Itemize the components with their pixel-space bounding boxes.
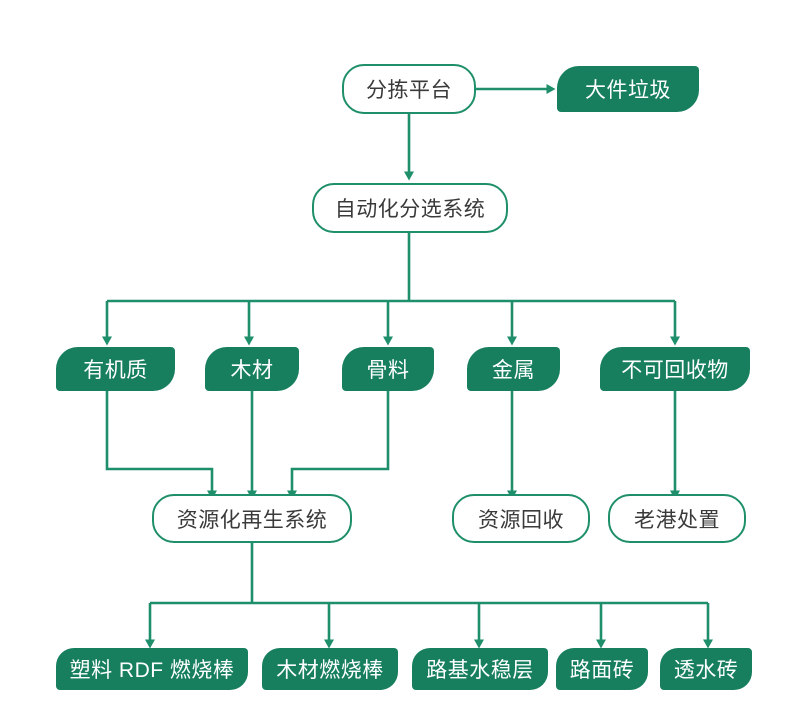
edge-aggregate-to-regen bbox=[287, 391, 390, 500]
node-non-recyclable[interactable]: 不可回收物 bbox=[600, 347, 750, 391]
node-resource-recovery[interactable]: 资源回收 bbox=[452, 494, 590, 543]
node-wood[interactable]: 木材 bbox=[205, 347, 299, 391]
node-label: 路面砖 bbox=[569, 659, 635, 682]
node-label: 大件垃圾 bbox=[585, 79, 671, 102]
node-label: 有机质 bbox=[83, 359, 148, 382]
node-auto-sorting-system[interactable]: 自动化分选系统 bbox=[312, 183, 508, 233]
node-label: 透水砖 bbox=[673, 659, 739, 682]
node-label: 塑料 RDF 燃烧棒 bbox=[69, 659, 235, 682]
edge-organic-to-regen bbox=[105, 391, 217, 500]
node-sorting-platform[interactable]: 分拣平台 bbox=[342, 64, 476, 114]
node-bulky-waste[interactable]: 大件垃圾 bbox=[557, 66, 699, 112]
node-label: 木材 bbox=[230, 359, 274, 382]
node-label: 金属 bbox=[492, 359, 535, 382]
node-laogang-disposal[interactable]: 老港处置 bbox=[608, 494, 746, 543]
node-label: 木材燃烧棒 bbox=[276, 659, 384, 682]
node-label: 资源化再生系统 bbox=[176, 508, 328, 532]
node-label: 不可回收物 bbox=[621, 359, 729, 382]
node-organic[interactable]: 有机质 bbox=[56, 347, 175, 391]
node-label: 老港处置 bbox=[634, 508, 720, 532]
node-label: 路基水稳层 bbox=[426, 659, 534, 682]
node-wood-burning-rod[interactable]: 木材燃烧棒 bbox=[262, 648, 398, 690]
node-label: 资源回收 bbox=[478, 508, 564, 532]
node-pavement-brick[interactable]: 路面砖 bbox=[556, 648, 648, 690]
node-plastic-rdf-rod[interactable]: 塑料 RDF 燃烧棒 bbox=[56, 648, 248, 690]
node-label: 分拣平台 bbox=[366, 79, 452, 102]
node-label: 骨料 bbox=[366, 359, 410, 382]
node-resource-regeneration-system[interactable]: 资源化再生系统 bbox=[152, 494, 352, 543]
node-aggregate[interactable]: 骨料 bbox=[342, 347, 434, 391]
node-roadbed-stable-layer[interactable]: 路基水稳层 bbox=[412, 648, 548, 690]
node-label: 自动化分选系统 bbox=[334, 198, 486, 221]
node-permeable-brick[interactable]: 透水砖 bbox=[660, 648, 752, 690]
node-metal[interactable]: 金属 bbox=[467, 347, 560, 391]
